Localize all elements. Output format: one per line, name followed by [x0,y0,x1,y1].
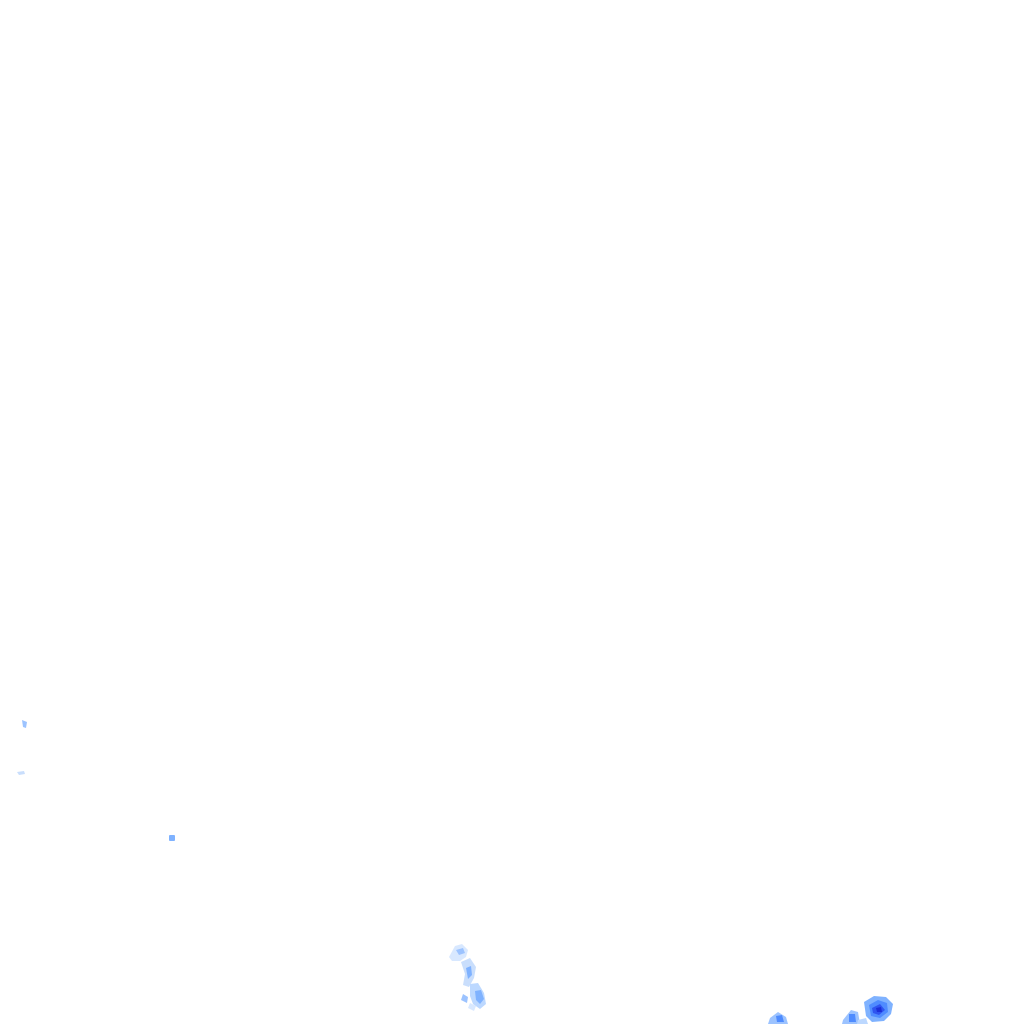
precip-echo-southeast-small [768,1012,788,1024]
precip-echo-central-band [449,944,486,1011]
precip-echo-dot [169,835,175,841]
precip-echo-west-upper [22,720,27,728]
precip-echo-southeast-cluster [842,996,893,1024]
precip-echo-west-lower [17,771,25,775]
